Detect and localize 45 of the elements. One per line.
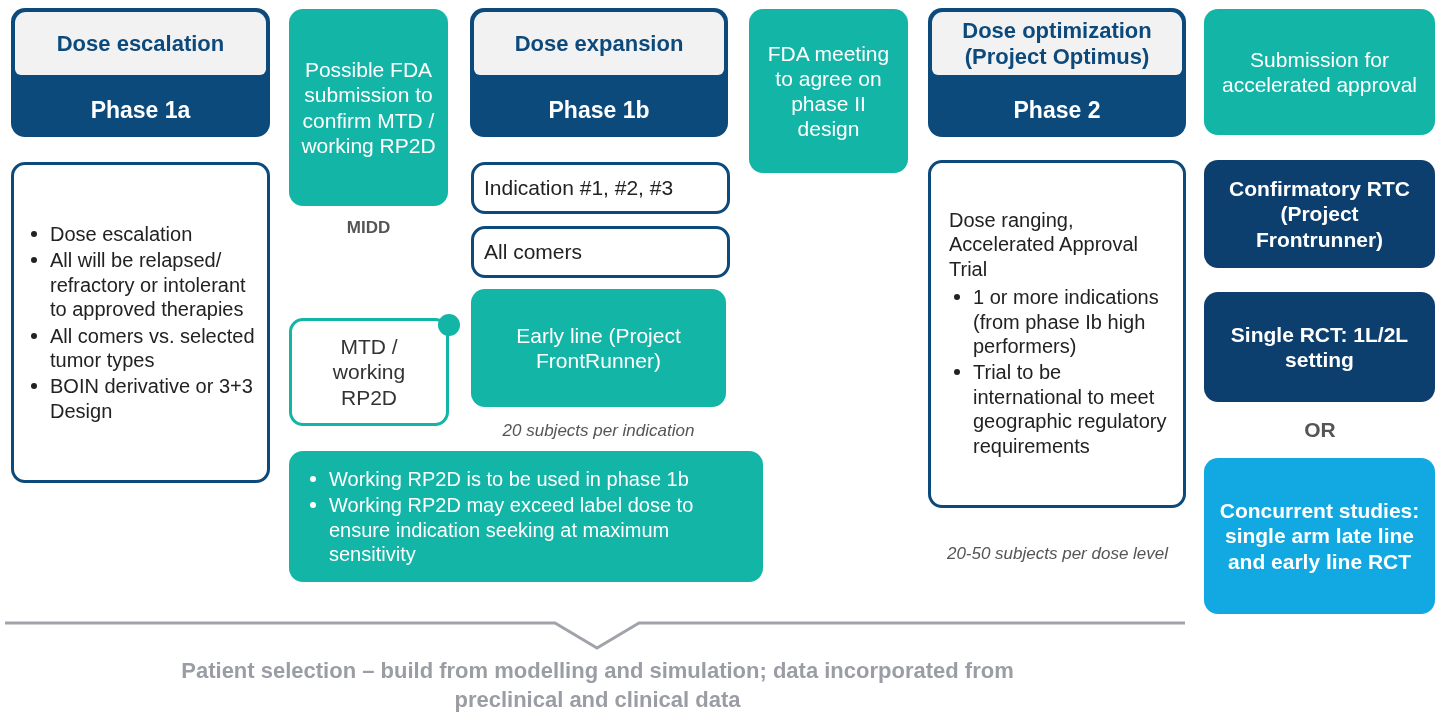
process-box (11, 162, 270, 483)
box-text: MTD / working RP2D (331, 334, 407, 410)
box-text: Concurrent studies: single arm late line and early line RCT (1218, 498, 1421, 574)
box-text: Single RCT: 1L/2L setting (1229, 321, 1410, 373)
caption: Patient selection – build from modelling and simulation; data incorporated from preclinical and clinical data (180, 657, 1015, 714)
phase-label: Phase 2 (1012, 97, 1102, 125)
box-text: Possible FDA submission to confirm MTD / working RP2D (300, 57, 437, 158)
box-text: Early line (Project FrontRunner) (515, 322, 682, 374)
or-label: OR (1303, 418, 1337, 442)
note-text: MIDD (345, 217, 392, 239)
process-box (1204, 292, 1435, 402)
box-text: FDA meeting to agree on phase II design (766, 40, 891, 142)
bullet-text: BOIN derivative or 3+3 Design (50, 375, 253, 422)
box-text: Indication #1, #2, #3 (484, 175, 674, 201)
process-box (1204, 160, 1435, 268)
box-text: Dose ranging, Accelerated Approval Trial (949, 208, 1139, 282)
phase-heading: Dose escalation (15, 12, 266, 75)
bullet-text: Dose escalation (50, 222, 193, 245)
bullet-text: 1 or more indications (from phase Ib high performers) (973, 286, 1159, 357)
phase-label: Phase 1b (547, 97, 651, 125)
bullet-text: Working RP2D may exceed label dose to ensure indication seeking at maximum sensitivity (329, 494, 694, 565)
phase-box (928, 8, 1186, 137)
process-box (1204, 9, 1435, 135)
bullet-text: All comers vs. selected tumor types (50, 324, 255, 371)
bullet-text: All will be relapsed/ refractory or intolerant to approved therapies (50, 249, 246, 321)
phase-box (470, 8, 728, 137)
process-box (471, 226, 730, 278)
box-text: Submission for accelerated approval (1221, 46, 1418, 98)
phase-heading: Dose optimization (Project Optimus) (932, 12, 1182, 75)
phase-box (11, 8, 270, 137)
process-box (749, 9, 908, 173)
process-box (471, 162, 730, 214)
bullet-text: Trial to be international to meet geographic regulatory requirements (973, 361, 1167, 457)
phase-label: Phase 1a (89, 97, 192, 125)
note-text: 20 subjects per indication (501, 420, 696, 442)
process-box (289, 451, 763, 582)
phase-heading: Dose expansion (474, 12, 724, 75)
box-text: All comers (484, 239, 583, 265)
process-box (289, 9, 448, 206)
process-box (928, 160, 1186, 508)
process-box (471, 289, 726, 407)
box-text: Confirmatory RTC (Project Frontrunner) (1228, 176, 1411, 252)
note-text: 20-50 subjects per dose level (945, 543, 1170, 565)
process-box (1204, 458, 1435, 614)
bullet-text: Working RP2D is to be used in phase 1b (329, 467, 689, 490)
